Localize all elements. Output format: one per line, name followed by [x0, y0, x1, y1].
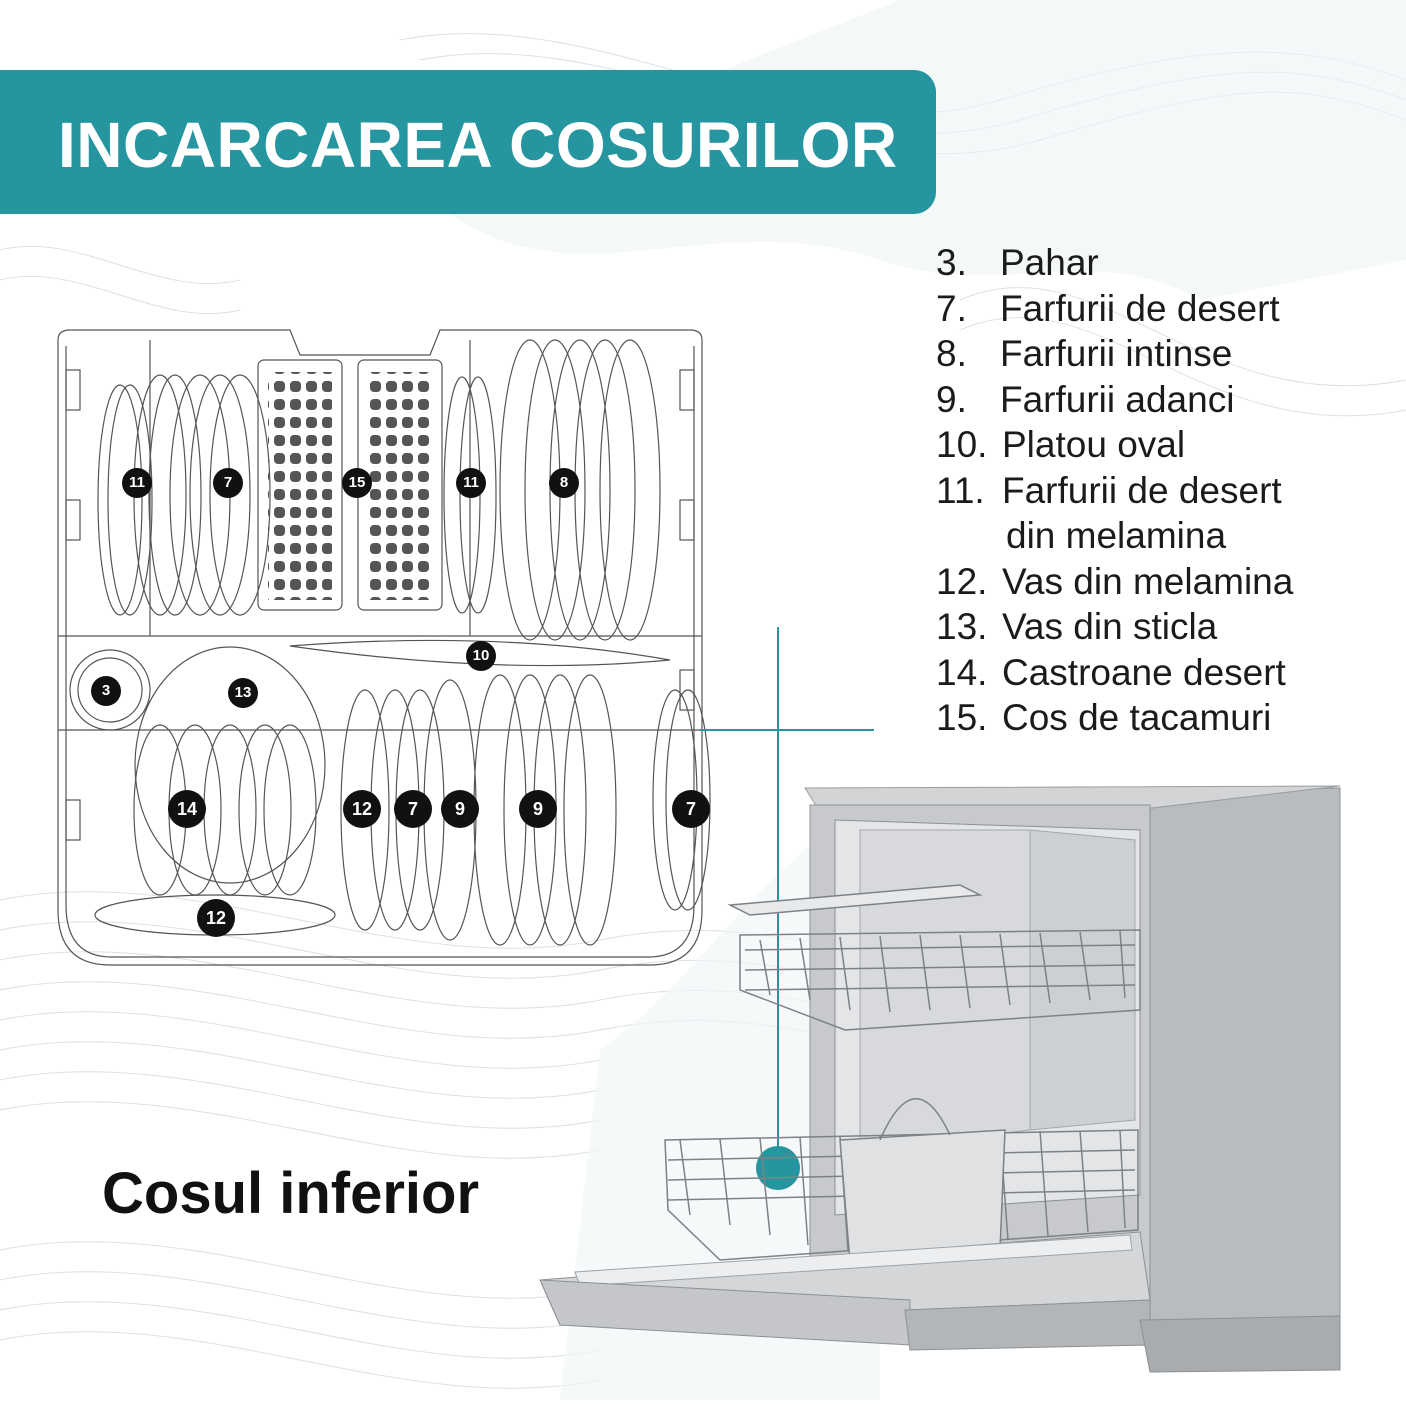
callout-10: 10	[466, 641, 496, 671]
callout-15: 15	[342, 468, 372, 498]
legend-item: 9.Farfurii adanci	[936, 378, 1235, 420]
lower-basket-label: Cosul inferior	[102, 1161, 480, 1226]
callout-11: 11	[456, 468, 486, 498]
legend-item: 12.Vas din melamina	[936, 560, 1294, 602]
legend-item: 15.Cos de tacamuri	[936, 697, 1272, 738]
title-banner: INCARCAREA COSURILOR	[0, 70, 936, 214]
callout-9: 9	[519, 790, 557, 828]
callout-13: 13	[228, 678, 258, 708]
legend-item: 13.Vas din sticla	[936, 606, 1218, 647]
callout-7: 7	[213, 468, 243, 498]
callout-12: 12	[197, 899, 235, 937]
callout-8: 8	[549, 468, 579, 498]
legend-item: din melamina	[1006, 515, 1227, 556]
legend-item: 14.Castroane desert	[936, 651, 1286, 693]
callout-7: 7	[394, 790, 432, 828]
legend-item: 8.Farfurii intinse	[936, 333, 1233, 374]
legend-item: 11.Farfurii de desert	[936, 469, 1282, 511]
legend-item: 10.Platou oval	[936, 424, 1186, 465]
callout-11: 11	[122, 468, 152, 498]
callout-12: 12	[343, 790, 381, 828]
legend-item: 7.Farfurii de desert	[936, 287, 1280, 329]
page-title: INCARCAREA COSURILOR	[58, 109, 898, 181]
callout-7: 7	[672, 790, 710, 828]
legend-list: 3.Pahar 7.Farfurii de desert 8.Farfurii …	[936, 240, 1376, 741]
callout-3: 3	[91, 676, 121, 706]
callout-9: 9	[441, 790, 479, 828]
callout-14: 14	[168, 790, 206, 828]
legend-item: 3.Pahar	[936, 242, 1099, 283]
